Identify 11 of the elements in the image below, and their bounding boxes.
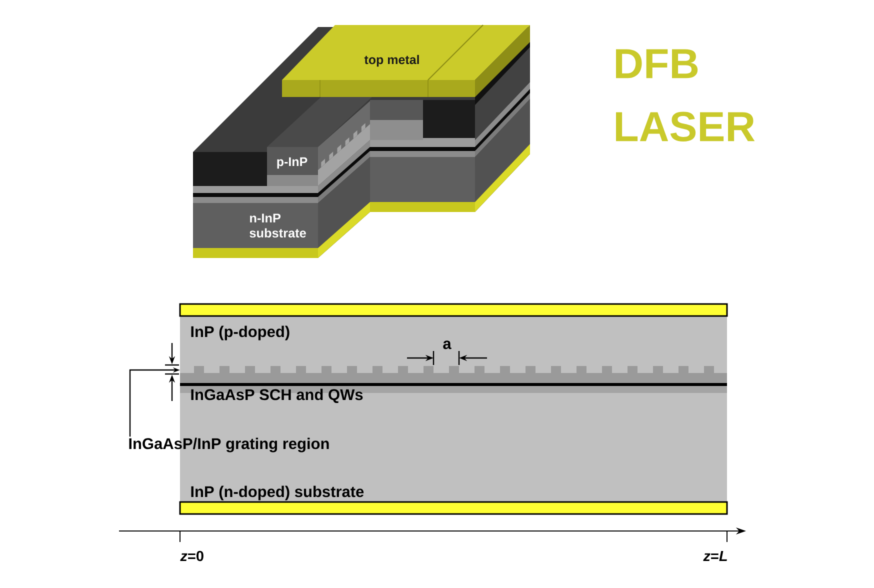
grating-layer	[180, 366, 727, 383]
axis-label: z=L	[703, 551, 727, 561]
layer-label: n-InP substrate	[250, 214, 306, 238]
layer-label: InP (p-doped)	[191, 326, 290, 340]
dimension-label: a	[443, 340, 452, 350]
title: DFB LASER	[616, 49, 755, 142]
layer-label: top metal	[364, 54, 419, 67]
layer-label: p-InP	[277, 157, 308, 169]
layer-label: InP (n-doped) substrate	[191, 486, 364, 500]
callout-label: InGaAsP/InP grating region	[129, 438, 329, 452]
axis-label: z=0	[180, 550, 204, 562]
